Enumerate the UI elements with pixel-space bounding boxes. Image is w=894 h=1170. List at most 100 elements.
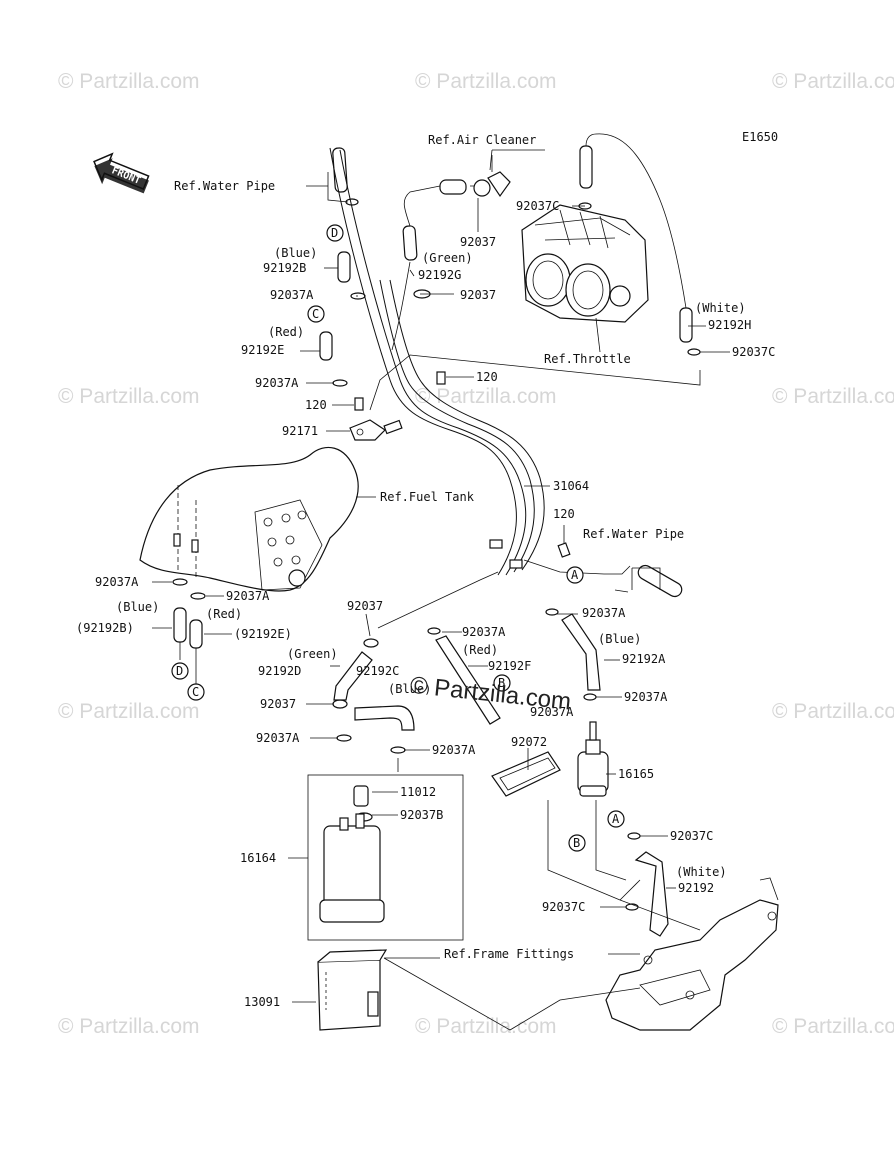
callout-A-mid: A	[566, 566, 584, 584]
label-part-number: 92192D	[258, 664, 301, 678]
label-color-note: (Blue)	[116, 600, 159, 614]
label-part-number: 92192F	[488, 659, 531, 673]
label-part-number: 92037A	[270, 288, 314, 302]
label-part-number: 92037	[260, 697, 296, 711]
label-color-note: (Blue)	[598, 632, 641, 646]
throttle-body-drawing	[521, 204, 649, 323]
watermark: © Partzilla.com	[58, 1015, 200, 1038]
label-part-number: 92037B	[400, 808, 443, 822]
label-ref-water-pipe: Ref.Water Pipe	[583, 527, 684, 541]
fuel-tank-drawing	[139, 446, 359, 592]
watermark: © Partzilla.com	[772, 385, 894, 408]
label-part-number: 92037C	[516, 199, 559, 213]
label-color-note: (Red)	[268, 325, 304, 339]
label-part-number: (92192E)	[234, 627, 292, 641]
label-part-number: 16164	[240, 851, 276, 865]
callout-D-bottom: D	[171, 662, 189, 680]
label-color-note: (Green)	[422, 251, 473, 265]
watermark: © Partzilla.com	[772, 1015, 894, 1038]
label-part-number: 92192H	[708, 318, 751, 332]
watermark: © Partzilla.com	[772, 70, 894, 93]
label-part-number: 92192E	[241, 343, 284, 357]
watermark: © Partzilla.com	[58, 700, 200, 723]
label-part-number: 92192B	[263, 261, 306, 275]
callout-A: A	[571, 568, 579, 582]
label-color-note: (White)	[676, 865, 727, 879]
fuel-filter-16165	[577, 721, 609, 797]
label-part-number: 92037A	[255, 376, 299, 390]
watermark-layer: © Partzilla.com © Partzilla.com © Partzi…	[58, 70, 894, 1038]
label-part-number: 92037A	[256, 731, 300, 745]
bolt-icons	[349, 371, 571, 558]
label-part-number: 92037A	[95, 575, 139, 589]
callout-B-lower: B	[568, 834, 586, 852]
hose-segments-top	[319, 133, 693, 361]
label-part-number: 92037C	[670, 829, 713, 843]
callout-D: D	[176, 664, 183, 678]
frame-fittings-drawing	[605, 877, 779, 1031]
label-part-number: 92037A	[462, 625, 506, 639]
label-part-number: 16165	[618, 767, 654, 781]
callout-markers: D C A D C B A B	[171, 224, 625, 852]
label-part-number: 92037	[460, 288, 496, 302]
label-part-number: 120	[553, 507, 575, 521]
label-part-number: 92037	[460, 235, 496, 249]
label-part-number: 92037	[347, 599, 383, 613]
label-ref-air-cleaner: Ref.Air Cleaner	[428, 133, 536, 147]
label-part-number: 92192	[678, 881, 714, 895]
callout-D: D	[331, 226, 338, 240]
label-part-number: (92192B)	[76, 621, 134, 635]
label-part-number: 92037A	[582, 606, 626, 620]
label-part-number: 92037C	[542, 900, 585, 914]
callout-C: C	[312, 307, 319, 321]
label-ref-water-pipe: Ref.Water Pipe	[174, 179, 275, 193]
label-part-number: 13091	[244, 995, 280, 1009]
watermark: © Partzilla.com	[415, 385, 557, 408]
part-labels: Ref.Water Pipe Ref.Air Cleaner 92037C 92…	[76, 133, 775, 1009]
watermark: © Partzilla.com	[58, 385, 200, 408]
label-ref-throttle: Ref.Throttle	[544, 352, 631, 366]
callout-C-bottom: C	[187, 683, 205, 701]
watermark: © Partzilla.com	[58, 70, 200, 93]
label-part-number: 92192A	[622, 652, 666, 666]
fuel-lines-31064	[329, 147, 545, 576]
label-color-note: (Green)	[287, 647, 338, 661]
label-part-number: 120	[476, 370, 498, 384]
label-part-number: 120	[305, 398, 327, 412]
watermark: © Partzilla.com	[415, 1015, 557, 1038]
callout-A: A	[612, 812, 620, 826]
label-part-number: 92037A	[226, 589, 270, 603]
front-arrow-icon: FRONT	[93, 152, 150, 194]
label-ref-fuel-tank: Ref.Fuel Tank	[380, 490, 475, 504]
label-part-number: 92171	[282, 424, 318, 438]
callout-D-top: D	[326, 224, 344, 242]
plate-92072	[491, 751, 561, 797]
label-part-number: 92037C	[732, 345, 775, 359]
label-color-note: (Blue)	[388, 682, 431, 696]
label-color-note: (White)	[695, 301, 746, 315]
label-ref-frame-fittings: Ref.Frame Fittings	[444, 947, 574, 961]
label-color-note: (Blue)	[274, 246, 317, 260]
watermark: © Partzilla.com	[772, 700, 894, 723]
callout-C: C	[192, 685, 199, 699]
callout-B: B	[498, 676, 505, 690]
label-part-number: 92037A	[432, 743, 476, 757]
leader-lines	[152, 149, 730, 1031]
clamp-icons	[172, 198, 701, 911]
callout-A-lower: A	[607, 810, 625, 828]
canister-16164	[307, 774, 464, 941]
watermark: © Partzilla.com	[415, 70, 557, 93]
air-cleaner-fitting	[439, 149, 545, 198]
label-color-note: (Red)	[462, 643, 498, 657]
label-part-number: 11012	[400, 785, 436, 799]
callout-B-mid: B	[493, 674, 511, 692]
bracket-13091	[317, 949, 388, 1031]
label-part-number: 92072	[511, 735, 547, 749]
label-part-number: 92037A	[530, 705, 574, 719]
label-part-number: 92037A	[624, 690, 668, 704]
label-part-number: 92192C	[356, 664, 399, 678]
label-color-note: (Red)	[206, 607, 242, 621]
label-part-number: 92192G	[418, 268, 461, 282]
label-part-number: 31064	[553, 479, 589, 493]
